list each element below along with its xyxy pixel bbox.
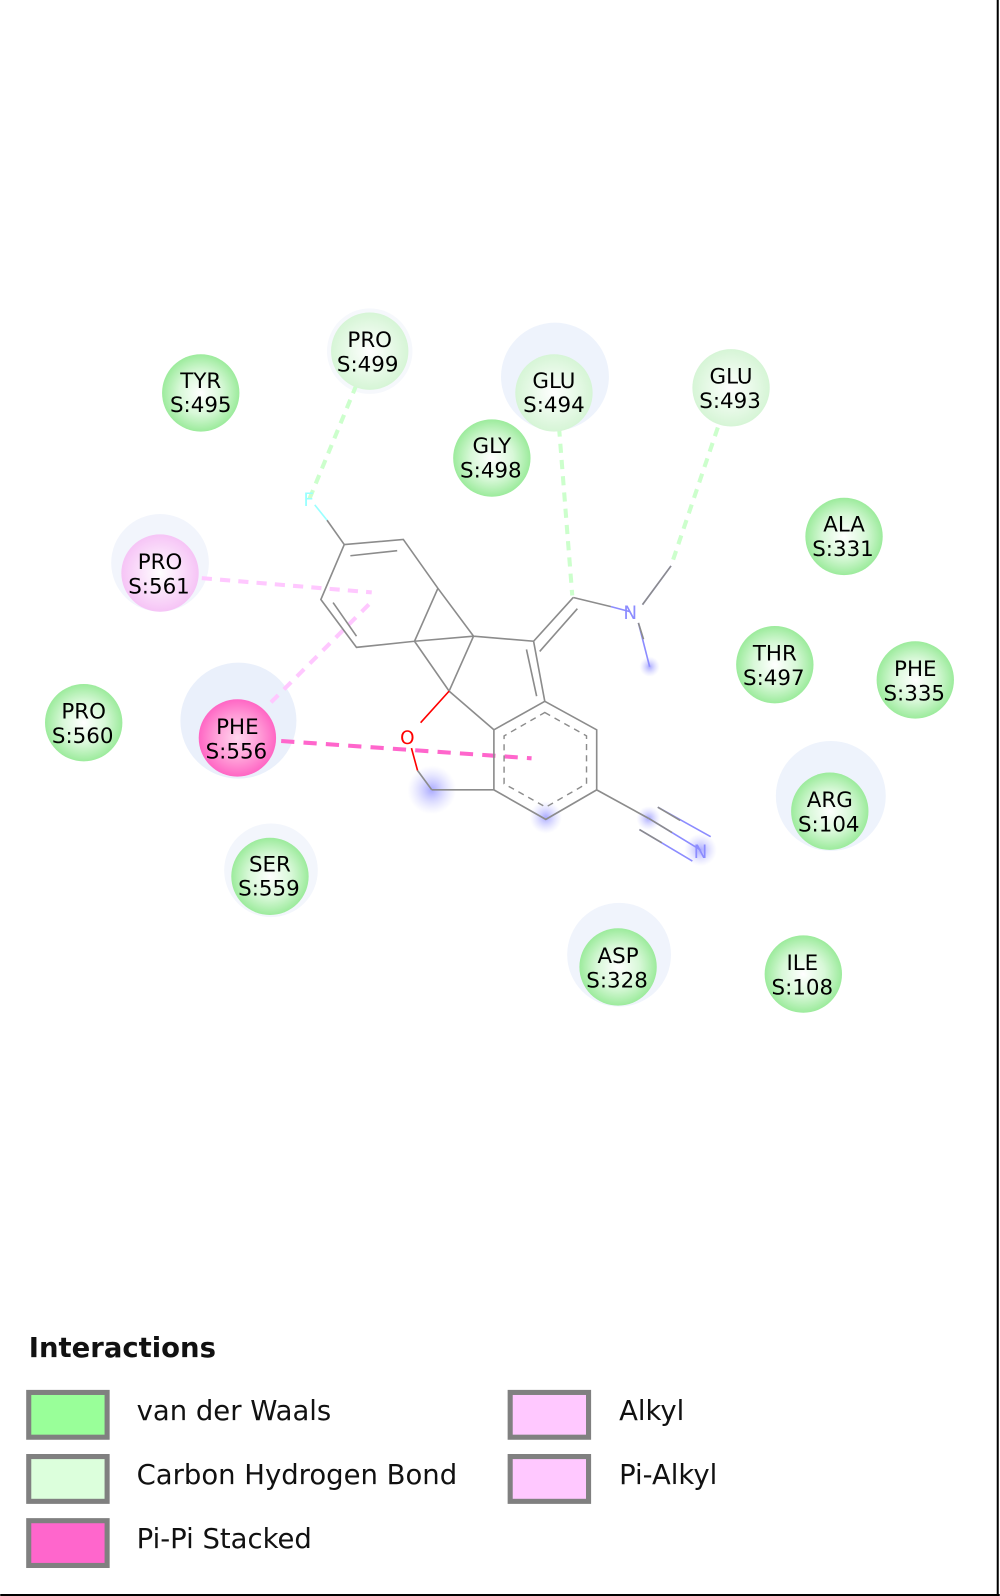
ch-bond-glu493 [669,426,720,567]
legend-swatch [26,1454,110,1504]
residue-id: S:331 [812,537,874,562]
fluorine-atom-label: F [303,490,314,511]
residue-id: S:335 [884,681,946,706]
residue-id: S:499 [337,353,399,378]
residue-name: ILE [786,951,818,976]
ch-bond-pro499 [306,383,359,502]
residue-id: S:560 [52,724,114,749]
residue-id: S:104 [798,813,860,838]
legend-swatch [26,1389,110,1440]
ligand: F O N N [303,490,717,867]
residue-name: GLY [473,434,513,459]
legend-item-pi-pi-stacked: Pi-Pi Stacked [26,1518,312,1569]
residue-name: GLU [532,369,575,394]
residue-name: PRO [347,328,392,353]
residue-id: S:493 [699,389,761,414]
legend-label: Carbon Hydrogen Bond [137,1459,458,1491]
pi-alkyl-pro561 [201,576,372,595]
legend-label: van der Waals [137,1395,332,1427]
residue-name: PRO [61,700,106,725]
residue-name: ALA [823,512,865,537]
pi-pi-phe556 [281,738,532,761]
legend-item-alkyl: Alkyl [507,1389,684,1440]
legend-title: Interactions [29,1332,216,1364]
legend-label: Pi-Pi Stacked [137,1523,312,1555]
legend-label: Alkyl [619,1395,684,1427]
interaction-lines [201,383,720,761]
residue-name: PHE [216,715,258,740]
residue-id: S:495 [170,393,232,418]
residue-id: S:498 [460,458,522,483]
residue-name: TYR [179,369,221,394]
residue-name: GLU [710,365,753,390]
oxygen-atom-label: O [400,728,414,749]
residue-id: S:328 [586,968,648,993]
pi-alkyl-phe556 [269,599,375,704]
residue-id: S:494 [523,393,585,418]
legend-swatch [26,1518,110,1569]
legend-swatch [507,1454,592,1504]
residue-id: S:108 [772,975,834,1000]
amine-nitrogen-label: N [623,603,637,624]
residue-id: S:559 [238,877,300,902]
residue-id: S:556 [206,739,268,764]
legend: Interactions van der Waals Carbon Hydrog… [26,1332,717,1569]
residue-name: ARG [807,788,853,813]
residue-name: PRO [138,550,183,575]
residue-name: SER [249,852,291,877]
legend-swatch [507,1389,592,1440]
ch-bond-glu494 [557,427,575,596]
residue-id: S:497 [743,666,805,691]
residue-name: THR [752,642,797,667]
residue-id: S:561 [128,574,190,599]
residue-name: PHE [894,657,936,682]
legend-item-van-der-waals: van der Waals [26,1389,332,1440]
residue-name: ASP [598,944,639,969]
legend-item-pi-alkyl: Pi-Alkyl [507,1454,717,1504]
legend-item-carbon-hydrogen-bond: Carbon Hydrogen Bond [26,1454,458,1504]
nitrile-nitrogen-label: N [694,842,708,863]
legend-label: Pi-Alkyl [619,1459,717,1491]
